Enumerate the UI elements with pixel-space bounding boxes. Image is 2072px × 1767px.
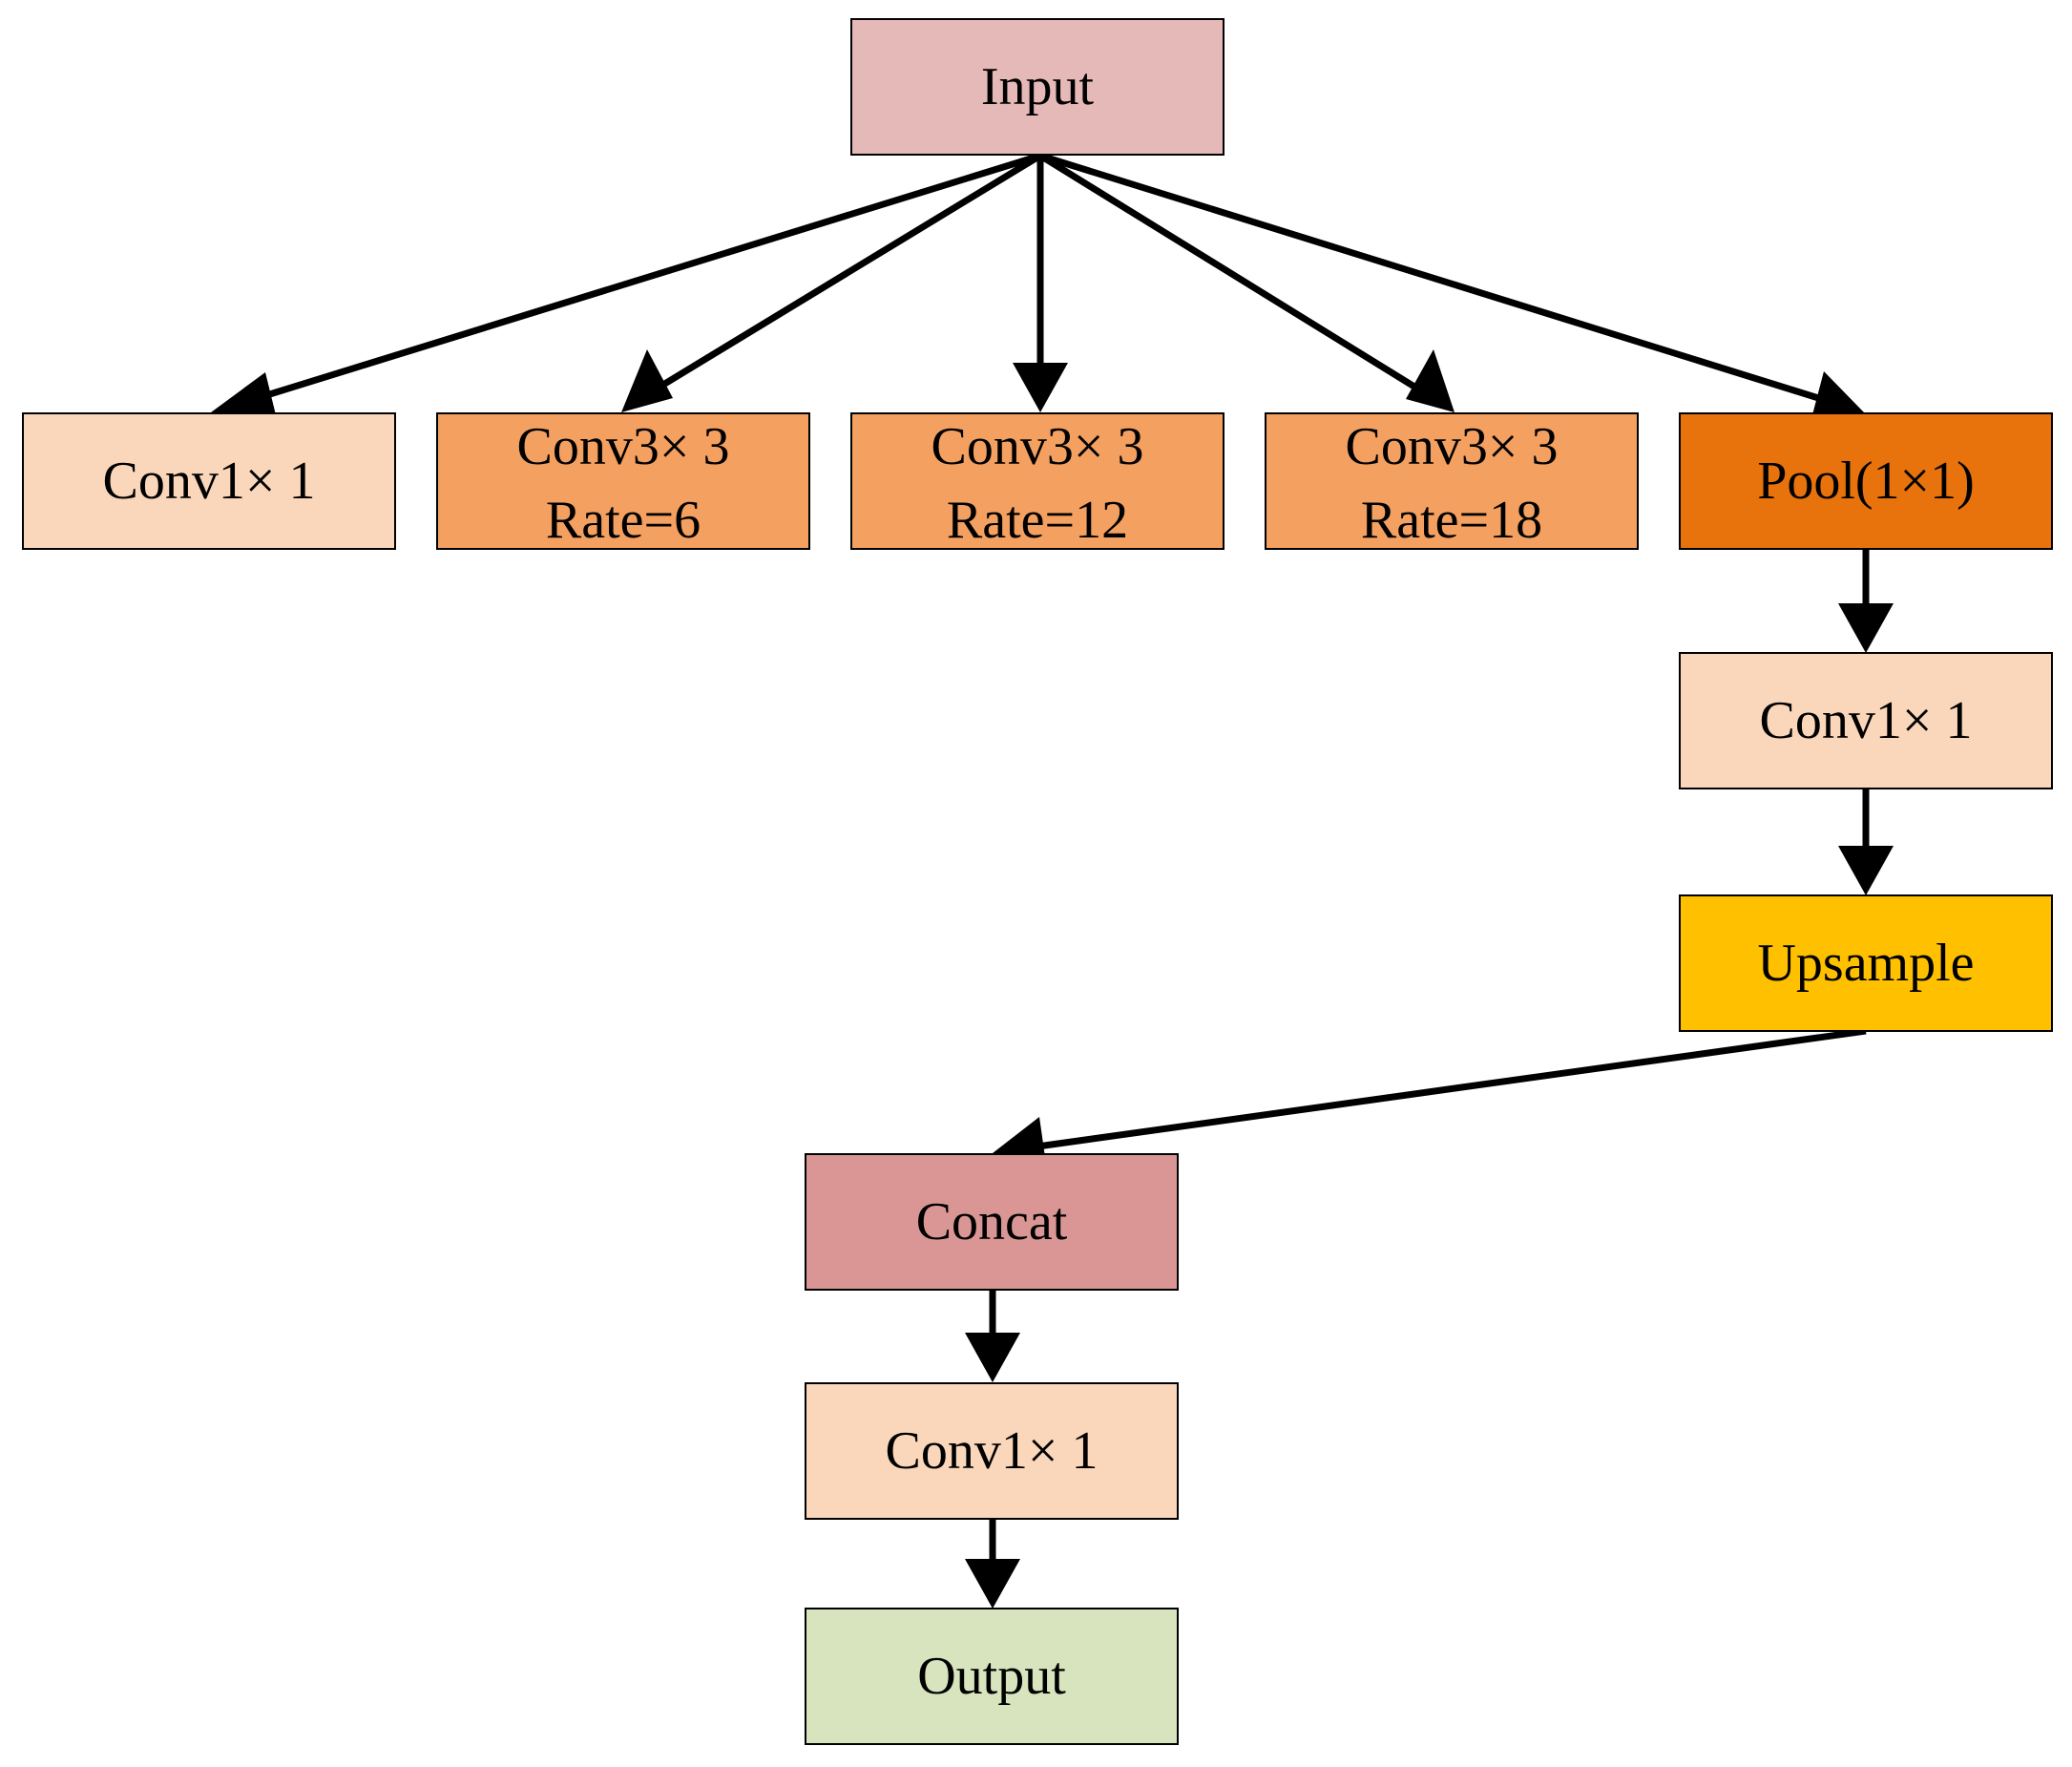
node-input-label: Input <box>981 57 1095 116</box>
node-output-box <box>805 1608 1179 1745</box>
edge-pool-to-pool-conv <box>1838 549 1894 653</box>
node-output: Output <box>805 1608 1179 1745</box>
node-final-conv-box <box>805 1382 1179 1520</box>
node-upsample-label: Upsample <box>1757 934 1974 993</box>
node-pool-conv: Conv1× 1 <box>1679 652 2053 789</box>
node-branch2-label-line1: Conv3× 3 <box>517 417 730 476</box>
node-upsample-box <box>1679 894 2053 1032</box>
node-input-box <box>850 18 1224 156</box>
node-output-label: Output <box>917 1647 1066 1706</box>
node-branch4-label-line1: Conv3× 3 <box>1346 417 1559 476</box>
node-pool-conv-box <box>1679 652 2053 789</box>
node-pool-label: Pool(1×1) <box>1757 452 1975 511</box>
node-branch3: Conv3× 3 Rate=12 <box>850 412 1224 550</box>
node-branch1-box <box>22 412 396 550</box>
node-final-conv: Conv1× 1 <box>805 1382 1179 1520</box>
node-concat-label: Concat <box>916 1192 1068 1252</box>
node-upsample: Upsample <box>1679 894 2053 1032</box>
node-pool-box <box>1679 412 2053 550</box>
node-branch4: Conv3× 3 Rate=18 <box>1265 412 1639 550</box>
edge-pool-conv-to-upsample <box>1838 788 1894 895</box>
node-branch1: Conv1× 1 <box>22 412 396 550</box>
node-input: Input <box>850 18 1224 156</box>
node-branch1-label: Conv1× 1 <box>103 452 316 511</box>
node-branch3-box <box>850 412 1224 550</box>
node-concat: Concat <box>805 1153 1179 1291</box>
edge-input-to-branch2 <box>621 153 1042 412</box>
node-branch3-label-line1: Conv3× 3 <box>931 417 1144 476</box>
node-branch4-label-line2: Rate=18 <box>1361 491 1542 550</box>
edge-input-to-branch3 <box>1013 156 1068 412</box>
edge-upsample-to-concat <box>993 1027 1867 1170</box>
node-branch2-label-line2: Rate=6 <box>546 491 701 550</box>
node-final-conv-label: Conv1× 1 <box>886 1421 1099 1481</box>
node-branch3-label-line2: Rate=12 <box>947 491 1128 550</box>
edge-input-to-branch4 <box>1038 153 1455 412</box>
edge-input-to-branch1 <box>211 152 1042 427</box>
node-branch2-box <box>436 412 810 550</box>
node-concat-box <box>805 1153 1179 1291</box>
edge-concat-to-final-conv <box>965 1289 1020 1382</box>
node-pool-conv-label: Conv1× 1 <box>1760 691 1973 750</box>
edge-final-conv-to-output <box>965 1518 1020 1609</box>
node-branch2: Conv3× 3 Rate=6 <box>436 412 810 550</box>
node-pool: Pool(1×1) <box>1679 412 2053 550</box>
node-branch4-box <box>1265 412 1639 550</box>
edge-input-to-pool <box>1038 152 1864 426</box>
